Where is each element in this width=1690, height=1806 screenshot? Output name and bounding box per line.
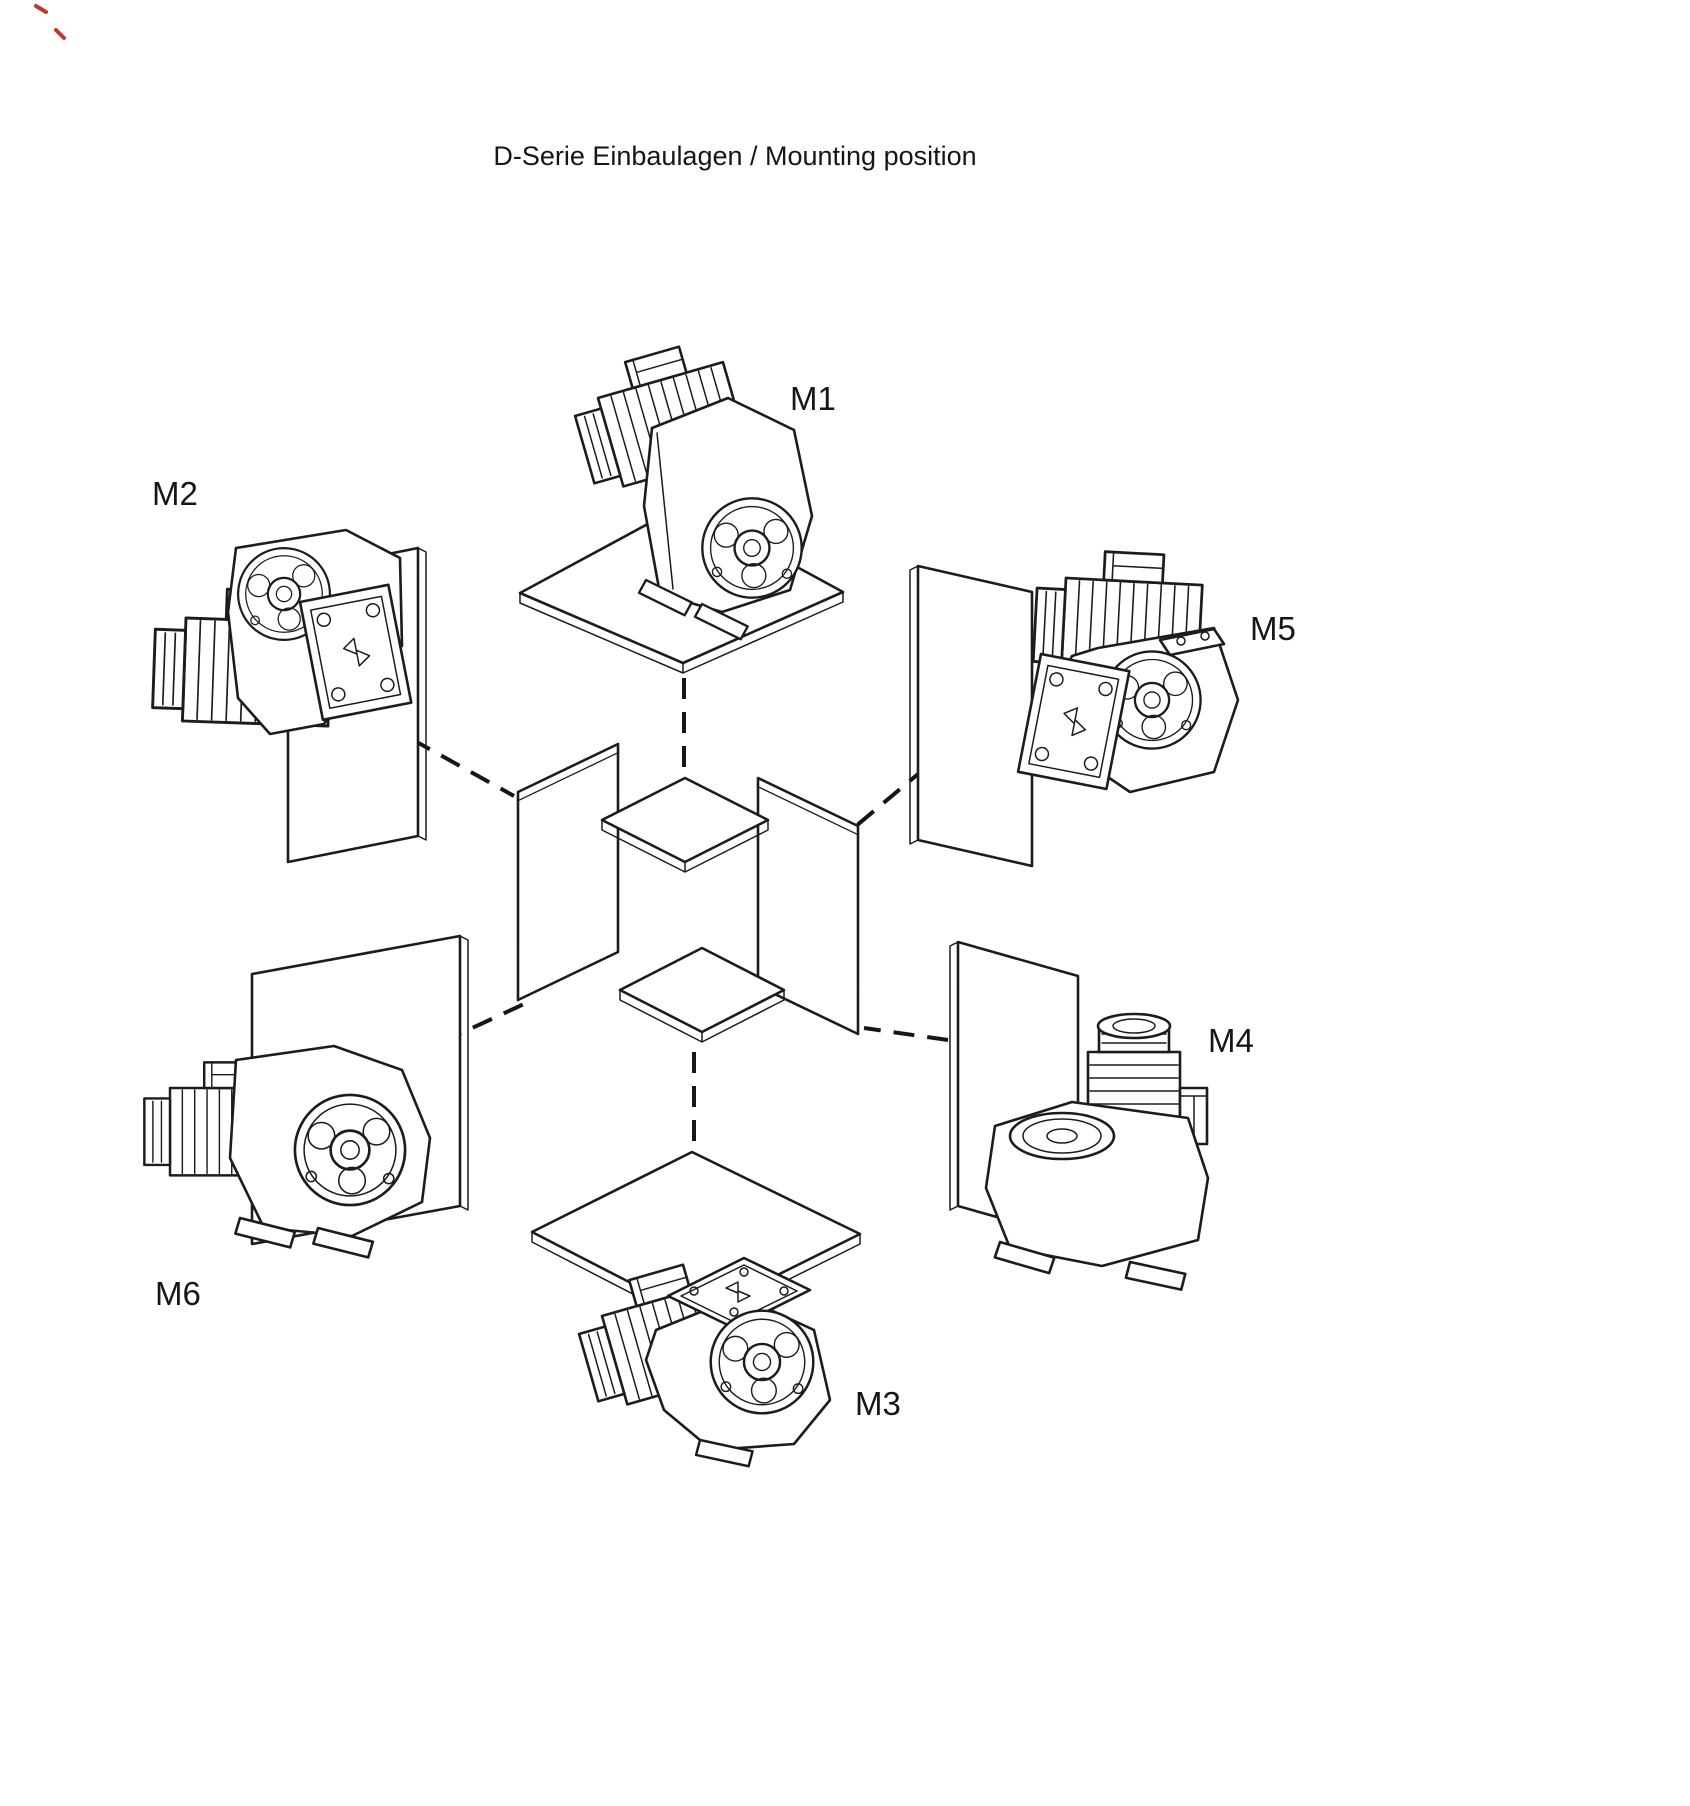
top-flange-m3 — [666, 1256, 812, 1330]
label-m4: M4 — [1208, 1022, 1254, 1059]
foot-hole-m5-a — [1176, 636, 1186, 646]
label-m6: M6 — [155, 1275, 201, 1312]
gearbox-face-m1 — [701, 497, 803, 599]
mounting-position-m3 — [530, 1150, 862, 1468]
mounting-position-m2 — [150, 528, 427, 864]
top-flange-ring-inner-m4 — [1022, 1118, 1102, 1154]
mounting-panel-m5-thickness — [909, 565, 919, 845]
mounting-position-m6 — [143, 934, 469, 1260]
gearbox-foot-m5 — [1158, 627, 1226, 657]
corner-right-wall-edge — [756, 776, 860, 836]
flange-hole-m3-c — [779, 1286, 789, 1296]
top-flange-ring-m4 — [1008, 1111, 1116, 1161]
gearbox-face-m3 — [709, 1309, 815, 1415]
flange-hole-m3-b — [739, 1267, 749, 1277]
flange-hole-m3-a — [689, 1286, 699, 1296]
corner-top-plate-thickness — [601, 819, 769, 873]
mounting-plate-m1-thickness — [519, 591, 844, 674]
corner-left-wall-edge — [516, 742, 620, 802]
scan-artifact — [34, 4, 48, 14]
label-m1: M1 — [790, 380, 836, 417]
gearbox-foot-m4-b — [1124, 1260, 1188, 1292]
leader-line-m4 — [863, 1026, 949, 1042]
leader-line-m2 — [351, 704, 515, 798]
scan-artifact — [54, 28, 66, 40]
gearbox-contour-m1 — [656, 432, 674, 590]
top-flange-inner-m3 — [680, 1264, 798, 1323]
mounting-position-m5 — [909, 546, 1240, 868]
scan-artifacts — [34, 4, 66, 40]
corner-left-wall — [516, 750, 620, 1002]
fan-cowl-inner-m4 — [1112, 1018, 1156, 1034]
flange-hole-m3-d — [729, 1307, 739, 1317]
mounting-position-m4 — [949, 940, 1210, 1292]
top-flange-bore-m4 — [1046, 1128, 1078, 1144]
corner-bottom-plate-thickness — [619, 989, 785, 1043]
label-m5: M5 — [1250, 610, 1296, 647]
fan-cowl-m4 — [1096, 1012, 1172, 1040]
central-corner-assembly — [516, 742, 860, 1043]
mounting-position-m1 — [518, 334, 845, 674]
mounting-panel-m4-thickness — [949, 941, 959, 1211]
mounting-panel-m5 — [916, 564, 1034, 868]
gearbox-face-m6 — [293, 1093, 407, 1207]
mounting-panel-m2-thickness — [417, 547, 427, 841]
flange-triangles-m3 — [725, 1281, 751, 1303]
label-m3: M3 — [855, 1385, 901, 1422]
corner-top-plate — [600, 776, 770, 864]
foot-hole-m5-b — [1200, 631, 1210, 641]
label-m2: M2 — [152, 475, 198, 512]
page-title: D-Serie Einbaulagen / Mounting position — [493, 141, 976, 171]
mounting-panel-m6-thickness — [459, 935, 469, 1211]
